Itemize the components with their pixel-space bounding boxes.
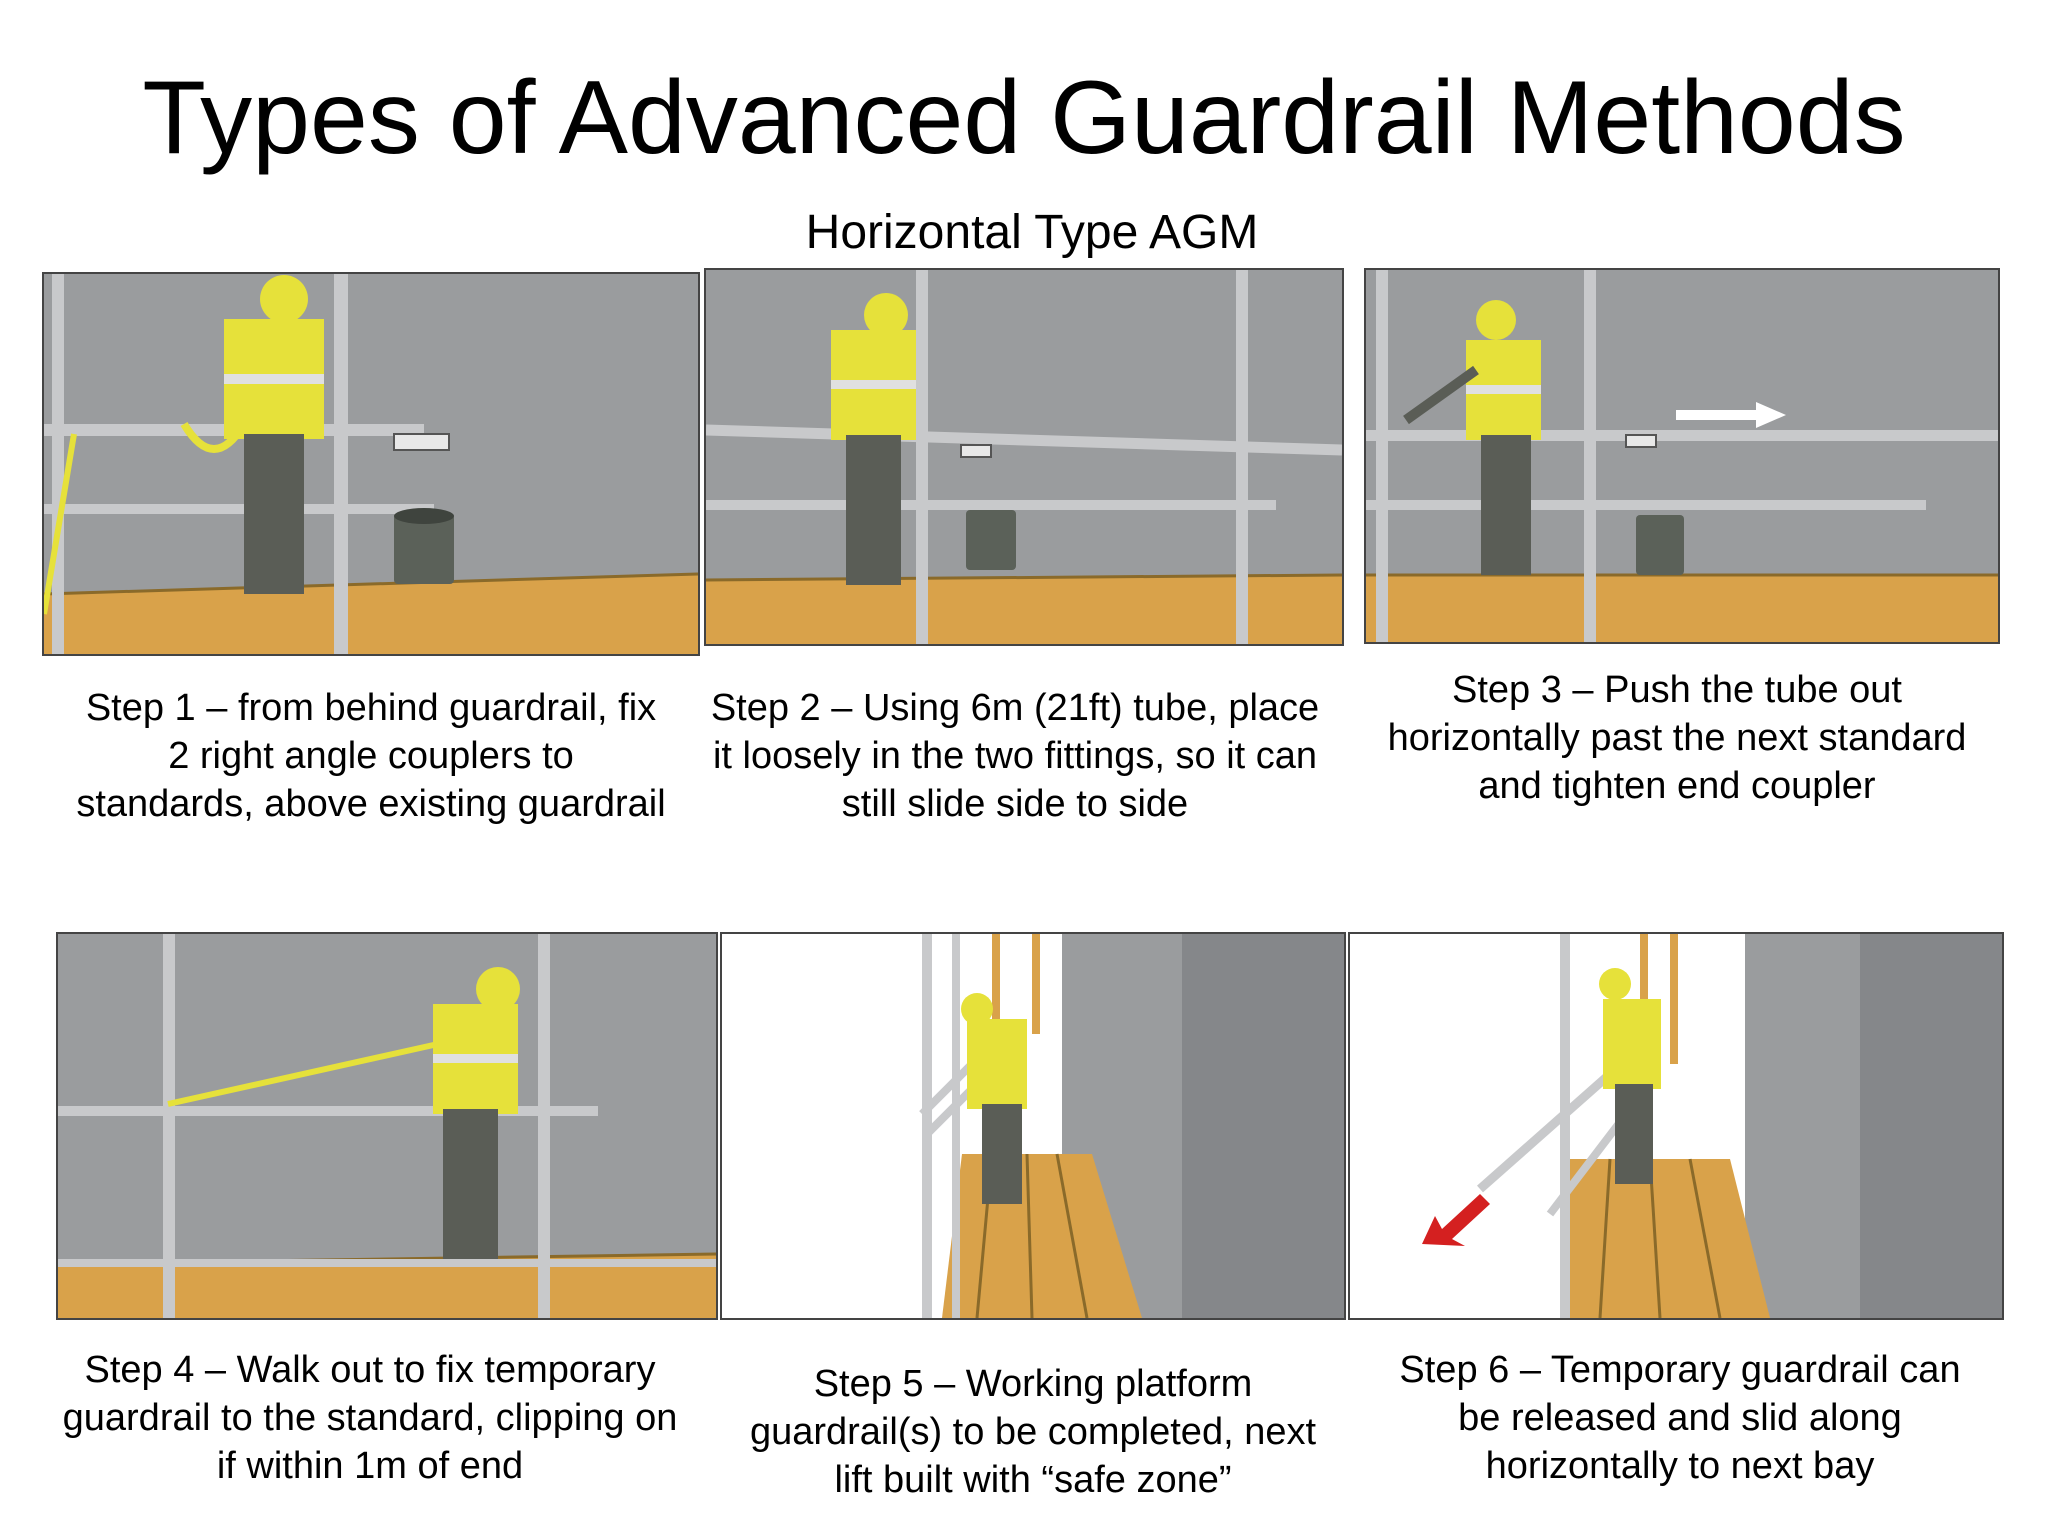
- step-2-caption: Step 2 – Using 6m (21ft) tube, place it …: [710, 687, 1320, 825]
- step-6-caption: Step 6 – Temporary guardrail can be rele…: [1399, 1349, 1961, 1487]
- step-5-caption: Step 5 – Working platform guardrail(s) t…: [749, 1363, 1317, 1501]
- step-3-illustration: [1364, 268, 2000, 644]
- step-1-caption: Step 1 – from behind guardrail, fix 2 ri…: [76, 687, 666, 825]
- step-3-caption: Step 3 – Push the tube out horizontally …: [1387, 669, 1967, 807]
- step-4-illustration: [56, 932, 718, 1320]
- step-1-illustration: [42, 272, 700, 656]
- step-4-caption: Step 4 – Walk out to fix temporary guard…: [62, 1349, 678, 1487]
- page-title: Types of Advanced Guardrail Methods: [142, 60, 1906, 176]
- section-subtitle: Horizontal Type AGM: [805, 206, 1259, 259]
- step-2-illustration: [704, 268, 1344, 646]
- step-6-illustration: [1348, 932, 2004, 1320]
- step-5-illustration: [720, 932, 1346, 1320]
